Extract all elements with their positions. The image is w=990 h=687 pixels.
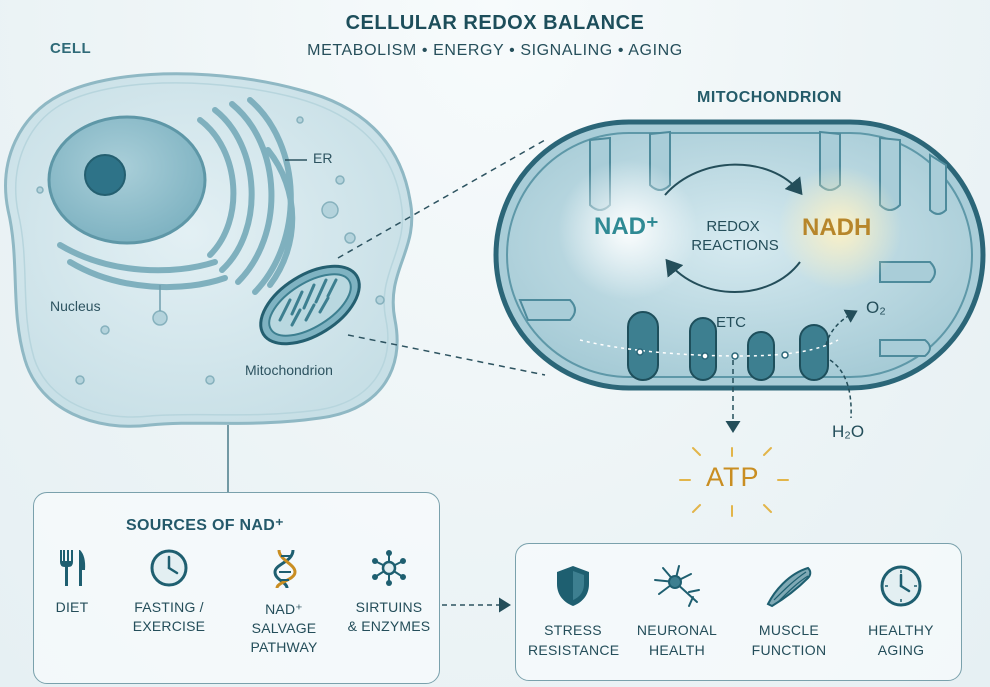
nucleus-label: Nucleus [50, 298, 101, 314]
source-label-line1: SIRTUINS [355, 599, 423, 615]
benefit-label-line2: AGING [877, 642, 925, 658]
benefit-label-line1: STRESS [544, 622, 602, 638]
mitochondrion-title: MITOCHONDRION [697, 89, 842, 106]
h2o-label: H₂O [832, 422, 865, 441]
fork-knife-icon [60, 550, 86, 586]
muscle-icon [766, 566, 812, 608]
nucleus [47, 115, 207, 245]
cell-title: CELL [50, 40, 92, 57]
cycle-arrow-bottom [665, 258, 801, 293]
source-item-diet: DIET [42, 548, 102, 617]
benefit-item-aging: HEALTHY AGING [856, 564, 946, 660]
shield-icon [557, 566, 589, 606]
sources-panel: SOURCES OF NAD⁺ DIET FASTING / EXERCISE … [33, 492, 440, 684]
etc-complexes [627, 311, 829, 381]
redox-label-line1: REDOX [706, 218, 760, 235]
source-label-line2: EXERCISE [132, 618, 206, 634]
cycle-arrow-top [664, 163, 803, 196]
o2-label: O₂ [866, 298, 886, 317]
etc-label: ETC [716, 314, 746, 331]
benefit-item-neuronal: NEURONAL HEALTH [632, 564, 722, 660]
redox-label-line2: REACTIONS [691, 237, 779, 254]
mitochondrion-large [493, 119, 986, 433]
source-label-line1: FASTING / [134, 599, 204, 615]
benefit-label-line2: RESISTANCE [528, 642, 620, 658]
cell-mitochondrion [259, 264, 361, 346]
benefit-label-line1: NEURONAL [636, 622, 718, 638]
sources-title: SOURCES OF NAD⁺ [126, 517, 284, 534]
source-item-fasting: FASTING / EXERCISE [124, 548, 214, 636]
endoplasmic-reticulum [57, 97, 296, 295]
nucleolus [84, 154, 126, 196]
source-label-line2: SALVAGE [251, 620, 317, 636]
benefit-item-stress: STRESS RESISTANCE [528, 564, 620, 660]
atp-burst [679, 447, 789, 517]
neuron-icon [654, 565, 700, 607]
clock-icon [150, 549, 188, 587]
nad-label: NAD⁺ [594, 213, 659, 240]
benefits-panel: STRESS RESISTANCE NEURONAL HEALTH MUSCLE… [515, 543, 962, 681]
benefit-label-line1: MUSCLE [758, 622, 820, 638]
benefit-label-line1: HEALTHY [868, 622, 934, 638]
source-label-line1: NAD⁺ [265, 601, 303, 617]
benefit-item-muscle: MUSCLE FUNCTION [744, 564, 834, 660]
source-item-sirtuins: SIRTUINS & ENZYMES [339, 548, 439, 636]
clock-icon [880, 565, 922, 607]
dna-icon [273, 549, 297, 589]
diagram-subtitle: METABOLISM • ENERGY • SIGNALING • AGING [307, 42, 683, 59]
benefit-label-line2: HEALTH [649, 642, 705, 658]
er-label: ER [313, 150, 333, 166]
source-label-line1: DIET [55, 599, 89, 615]
source-item-salvage: NAD⁺ SALVAGE PATHWAY [244, 548, 324, 657]
cell-vesicles [36, 116, 385, 385]
atp-label: ATP [706, 462, 760, 492]
cell [4, 72, 414, 428]
source-label-line2: & ENZYMES [347, 618, 431, 634]
nadh-label: NADH [802, 214, 872, 241]
benefit-label-line2: FUNCTION [751, 642, 827, 658]
diagram-title: CELLULAR REDOX BALANCE [345, 12, 645, 34]
source-label-line3: PATHWAY [250, 639, 318, 655]
mitochondrion-label: Mitochondrion [245, 362, 333, 378]
molecule-icon [372, 550, 406, 586]
